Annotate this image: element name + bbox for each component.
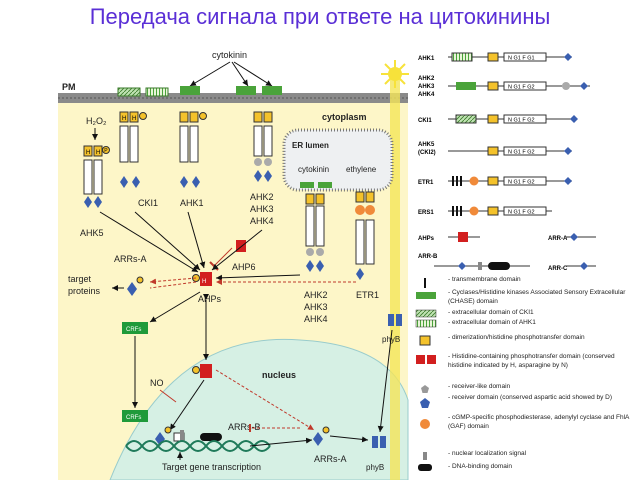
arrs-a-bottom-label: ARRs-A xyxy=(314,454,347,464)
ahk3-label-top: AHK3 xyxy=(250,204,274,214)
ahk2-label-er: AHK2 xyxy=(304,290,328,300)
chase-domain xyxy=(236,86,256,95)
ahk5-receptor: H H P xyxy=(83,145,110,208)
svg-text:H: H xyxy=(132,116,136,122)
plasma-membrane xyxy=(58,93,408,103)
etr1-label: ETR1 xyxy=(356,290,379,300)
ahk4-label-top: AHK4 xyxy=(250,216,274,226)
page-title: Передача сигнала при ответе на цитокинин… xyxy=(89,4,551,29)
svg-text:H: H xyxy=(202,279,206,285)
arrs-b-label: ARRs-B xyxy=(228,422,261,432)
ahps-label: AHPs xyxy=(198,294,222,304)
dna-strand xyxy=(125,440,271,452)
cki1-receptor: H H xyxy=(119,111,147,188)
svg-text:H: H xyxy=(122,116,126,122)
pm-label: PM xyxy=(62,82,76,92)
ahk3-label-er: AHK3 xyxy=(304,302,328,312)
nucleus-label: nucleus xyxy=(262,370,296,380)
ahk4-label-er: AHK4 xyxy=(304,314,328,324)
ahk234-er-receptor xyxy=(305,193,325,272)
ahk234-pm-receptor xyxy=(253,111,273,182)
cytokinin-top-label: cytokinin xyxy=(212,50,247,60)
legend-item: - DNA-binding domain xyxy=(448,463,512,470)
phyb-top-icon xyxy=(388,314,402,326)
arr-b-protein xyxy=(155,426,222,446)
crfs-box-bottom xyxy=(122,410,148,422)
phyb-bottom-label: phyB xyxy=(366,463,384,472)
legend-item: - Cyclases/Histidine kinases Associated … xyxy=(448,289,626,305)
legend-item: - receiver domain (conserved aspartic ac… xyxy=(448,394,613,401)
etr1-receptor xyxy=(355,191,375,280)
crfs-label-bottom: CRFs xyxy=(126,415,141,421)
arr-a-bottom-protein xyxy=(313,426,330,446)
svg-text:P: P xyxy=(104,148,108,154)
no-label: NO xyxy=(150,378,164,388)
target-label-line2: proteins xyxy=(68,286,101,296)
ahk1-extracellular xyxy=(145,87,169,97)
h2o2-label: H₂O₂ xyxy=(86,116,107,126)
crfs-box-top xyxy=(122,322,148,334)
legend-item: - Histidine-containing phosphotransfer d… xyxy=(448,353,615,369)
cytokinin-er-label: cytokinin xyxy=(298,165,329,174)
ahk1-label: AHK1 xyxy=(180,198,204,208)
ahk2-label-top: AHK2 xyxy=(250,192,274,202)
er-lumen xyxy=(282,128,394,192)
ahp-nucleus xyxy=(192,364,212,378)
target-gene-label: Target gene transcription xyxy=(162,462,261,472)
ahk1-receptor xyxy=(179,111,207,188)
target-label-line1: target xyxy=(68,274,92,284)
chase-domain xyxy=(180,86,200,95)
legend-item: - extracellular domain of AHK1 xyxy=(448,319,536,326)
legend-item: - extracellular domain of CKI1 xyxy=(448,309,534,316)
ahp6-label: AHP6 xyxy=(232,262,256,272)
sun-icon xyxy=(381,60,409,88)
legend-item: - transmembrane domain xyxy=(448,276,521,283)
legend-item: - cGMP-specific phosphodiesterase, adeny… xyxy=(448,414,630,430)
svg-text:H: H xyxy=(86,150,90,156)
er-lumen-label: ER lumen xyxy=(292,141,329,150)
legend-item: - nuclear localization signal xyxy=(448,450,527,457)
svg-text:H: H xyxy=(96,150,100,156)
chase-domain xyxy=(262,86,282,95)
arr-a-protein xyxy=(127,276,144,296)
arrs-a-top-label: ARRs-A xyxy=(114,254,147,264)
ahp6-protein xyxy=(236,240,246,252)
phyb-bottom-icon xyxy=(372,436,386,448)
legend-item: - dimerization/histidine phosphotransfer… xyxy=(448,334,585,341)
cytoplasm-label: cytoplasm xyxy=(322,112,367,122)
cki1-extracellular xyxy=(117,87,141,97)
legend-item: - receiver-like domain xyxy=(448,383,511,390)
ethylene-label: ethylene xyxy=(346,165,377,174)
crfs-label-top: CRFs xyxy=(126,327,141,333)
cki1-label: CKI1 xyxy=(138,198,158,208)
ahk5-label: AHK5 xyxy=(80,228,104,238)
